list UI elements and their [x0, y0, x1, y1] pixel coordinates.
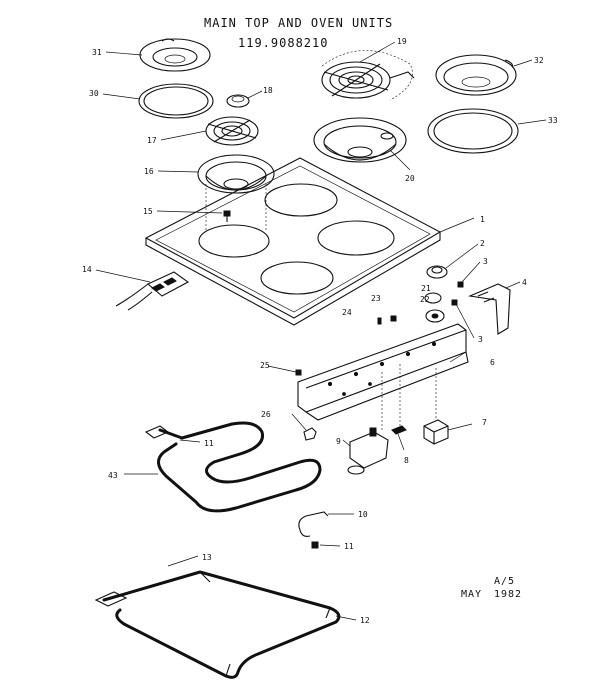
callout-11-lower: 11 [344, 542, 354, 551]
callout-15: 15 [143, 207, 153, 216]
callout-21: 21 [421, 284, 431, 293]
callout-33: 33 [548, 116, 558, 125]
trim-ring-30 [138, 83, 214, 119]
bracket-10 [298, 511, 329, 537]
thermostat-9 [347, 427, 389, 475]
drip-bowl-16 [197, 154, 275, 194]
callout-43: 43 [108, 471, 118, 480]
callout-8: 8 [404, 456, 409, 465]
connector-8 [391, 425, 407, 435]
screw-25 [295, 369, 302, 376]
main-top-1 [144, 157, 442, 326]
clip-26 [303, 427, 317, 441]
callout-25: 25 [260, 361, 270, 370]
terminal-block-7 [423, 419, 449, 445]
callout-23: 23 [371, 294, 381, 303]
callout-10: 10 [358, 510, 368, 519]
callout-30: 30 [89, 89, 99, 98]
leader-lines [95, 41, 547, 621]
screw-11 [311, 541, 319, 549]
footer-year: 1982 [494, 589, 522, 600]
surface-element-19 [321, 50, 415, 101]
callout-31: 31 [92, 48, 102, 57]
model-number: 119.9088210 [238, 36, 328, 50]
callout-4: 4 [522, 278, 527, 287]
control-panel-6 [297, 323, 469, 421]
callout-3-bottom: 3 [478, 335, 483, 344]
callout-18: 18 [263, 86, 273, 95]
footer-page: A/5 [494, 576, 515, 587]
broil-element-12 [94, 570, 341, 679]
callout-32: 32 [534, 56, 544, 65]
terminal-block-14 [115, 271, 190, 311]
callout-20: 20 [405, 174, 415, 183]
switch-21-22 [424, 292, 445, 323]
callout-11-upper: 11 [204, 439, 214, 448]
callout-3-top: 3 [483, 257, 488, 266]
callout-12: 12 [360, 616, 370, 625]
callout-9: 9 [336, 437, 341, 446]
callout-1: 1 [480, 215, 485, 224]
callout-7: 7 [482, 418, 487, 427]
screws-3 [451, 281, 464, 306]
footer-month: MAY [461, 589, 482, 600]
callout-17: 17 [147, 136, 157, 145]
drip-pan-31 [139, 38, 211, 72]
callout-24: 24 [342, 308, 352, 317]
bake-element-43 [144, 421, 322, 513]
callout-14: 14 [82, 265, 92, 274]
screw-15 [223, 210, 231, 222]
callout-6: 6 [490, 358, 495, 367]
drip-pan-32 [435, 54, 517, 96]
callout-labels: 31 30 18 17 16 15 19 20 32 33 1 2 3 4 3 … [82, 37, 558, 625]
callout-2: 2 [480, 239, 485, 248]
knob-2 [426, 265, 448, 279]
diagram-title: MAIN TOP AND OVEN UNITS [204, 16, 393, 30]
screws-23-24 [377, 315, 397, 325]
callout-22: 22 [420, 295, 430, 304]
callout-16: 16 [144, 167, 154, 176]
drip-pan-20 [313, 117, 407, 163]
callout-19: 19 [397, 37, 407, 46]
trim-ring-33 [427, 108, 519, 154]
bracket-4 [468, 283, 511, 335]
callout-13: 13 [202, 553, 212, 562]
surface-element-17 [205, 116, 259, 146]
callout-26: 26 [261, 410, 271, 419]
receptacle-18 [226, 94, 250, 108]
